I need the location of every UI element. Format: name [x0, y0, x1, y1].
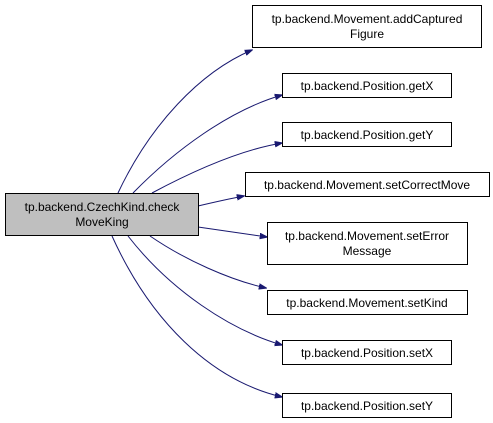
node-set-error-message-line-2: Message: [343, 244, 392, 258]
edge-set-error-message: [197, 226, 267, 237]
node-position-setx[interactable]: tp.backend.Position.setX: [282, 340, 452, 365]
node-root-line-1: tp.backend.CzechKind.check: [25, 200, 181, 214]
edge-position-sety: [111, 235, 282, 397]
node-set-correct-move-label: tp.backend.Movement.setCorrectMove: [264, 178, 470, 192]
node-position-sety-label: tp.backend.Position.setY: [301, 399, 433, 413]
node-set-kind-label: tp.backend.Movement.setKind: [286, 296, 447, 310]
edges: [111, 50, 282, 397]
edge-position-getx: [132, 95, 282, 194]
node-set-error-message-line-1: tp.backend.Movement.setError: [285, 229, 449, 243]
node-position-gety[interactable]: tp.backend.Position.getY: [282, 122, 452, 147]
node-set-error-message[interactable]: tp.backend.Movement.setError Message: [267, 222, 468, 265]
edge-position-setx: [127, 235, 282, 345]
edge-add-captured-figure: [117, 50, 252, 194]
node-set-kind[interactable]: tp.backend.Movement.setKind: [267, 290, 468, 315]
edge-set-kind: [149, 235, 266, 288]
node-add-captured-figure-line-1: tp.backend.Movement.addCaptured: [272, 12, 463, 26]
node-position-getx-label: tp.backend.Position.getX: [301, 79, 434, 93]
edge-set-correct-move: [197, 196, 244, 207]
node-add-captured-figure-line-2: Figure: [350, 27, 384, 41]
node-add-captured-figure[interactable]: tp.backend.Movement.addCaptured Figure: [252, 5, 482, 48]
node-root-line-2: MoveKing: [75, 215, 128, 229]
node-root[interactable]: tp.backend.CzechKind.check MoveKing: [5, 193, 199, 236]
node-position-setx-label: tp.backend.Position.setX: [301, 346, 433, 360]
node-position-getx[interactable]: tp.backend.Position.getX: [282, 73, 452, 98]
node-set-correct-move[interactable]: tp.backend.Movement.setCorrectMove: [245, 172, 490, 197]
node-position-gety-label: tp.backend.Position.getY: [301, 128, 434, 142]
node-position-sety[interactable]: tp.backend.Position.setY: [282, 393, 452, 418]
edge-position-gety: [151, 143, 282, 194]
